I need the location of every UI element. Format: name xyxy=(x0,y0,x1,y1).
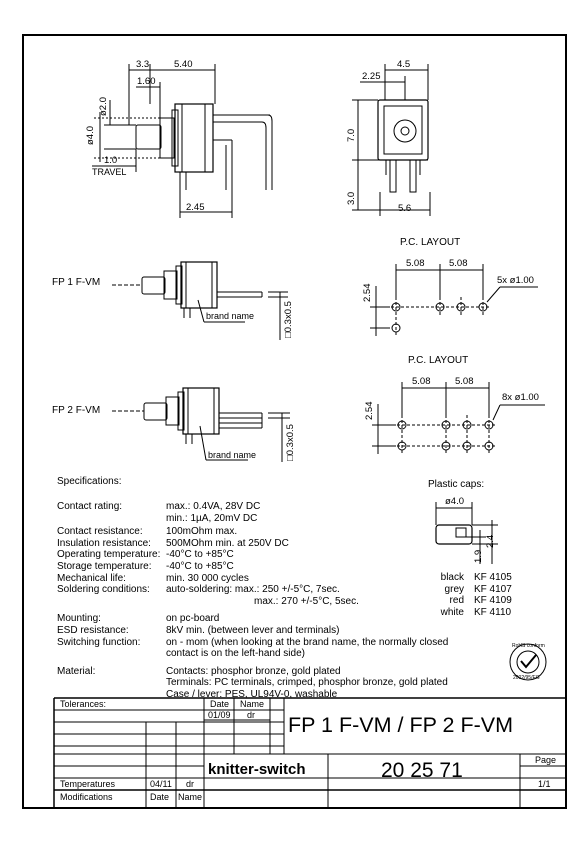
tolerances-label: Tolerances: xyxy=(60,699,107,709)
spec-row: Insulation resistance:500MOhm min. at 25… xyxy=(57,537,289,549)
specs-heading: Specifications: xyxy=(57,476,122,487)
spec-row: Terminals: PC terminals, crimped, phosph… xyxy=(166,677,448,689)
caps-heading: Plastic caps: xyxy=(428,479,485,490)
travel-label: TRAVEL xyxy=(92,167,127,177)
side-dim-2-45: 2.45 xyxy=(186,202,205,213)
document-number: 20 25 71 xyxy=(381,759,463,782)
temp-date: 04/11 xyxy=(150,779,172,789)
document-title: FP 1 F-VM / FP 2 F-VM xyxy=(288,713,513,737)
pc-layout-1-drawing xyxy=(370,264,538,336)
spec-row: Contact rating:max.: 0.4VA, 28V DC xyxy=(57,501,261,512)
side-dim-1-0: 1.0 xyxy=(104,155,118,166)
pc1-pitch-1: 5.08 xyxy=(406,258,425,269)
date-header: Date xyxy=(210,699,230,709)
plastic-cap-drawing xyxy=(435,502,498,564)
pc-layout-2-title: P.C. LAYOUT xyxy=(408,355,469,366)
side-dim-5-40: 5.40 xyxy=(174,59,193,70)
spec-row: ESD resistance:8kV min. (between lever a… xyxy=(57,624,340,636)
model-2-label: FP 2 F-VM xyxy=(52,405,101,416)
rohs-year: 2002/95/EG xyxy=(513,675,540,681)
spec-row: Contact resistance:100mOhm max. xyxy=(57,526,238,538)
front-dim-7-0: 7.0 xyxy=(346,128,357,142)
caps-dia: ø4.0 xyxy=(445,496,465,507)
temp-name: dr xyxy=(186,779,195,789)
spec-row: Mounting:on pc-board xyxy=(57,613,220,625)
spec-row: Case / lever: PES, UL94V-0, washable xyxy=(166,688,338,700)
front-dim-3-0: 3.0 xyxy=(346,191,357,205)
spec-row: Mechanical life:min. 30 000 cycles xyxy=(57,572,249,584)
caps-h2: 2.4 xyxy=(485,534,496,548)
spec-row: Switching function:on - mom (when lookin… xyxy=(57,636,449,648)
page-header: Page xyxy=(535,755,557,765)
pc2-holes: 8x ø1.00 xyxy=(502,392,539,403)
drawing-frame xyxy=(22,34,567,809)
fp1-switch-drawing xyxy=(112,261,288,340)
spec-row: contact is on the left-hand side) xyxy=(166,648,305,660)
pc1-pitch-2: 5.08 xyxy=(449,258,468,269)
pc2-vert-dim: 2.54 xyxy=(364,401,375,421)
pc2-pitch-1: 5.08 xyxy=(412,376,431,387)
specs-table: Contact rating:max.: 0.4VA, 28V DC min.:… xyxy=(57,501,507,701)
spec-row: Operating temperature:-40°C to +85°C xyxy=(57,549,234,561)
spec-row: min.: 1µA, 20mV DC xyxy=(166,512,258,524)
side-dim-dia-2: ø2.0 xyxy=(98,96,109,116)
front-dim-5-6: 5.6 xyxy=(398,203,412,214)
temperatures-label: Temperatures xyxy=(60,779,116,789)
mod-name-header: Name xyxy=(178,792,203,802)
pc1-vert-dim: 2.54 xyxy=(362,283,373,303)
model-1-label: FP 1 F-VM xyxy=(52,277,101,288)
company-logo: knitter-switch xyxy=(208,761,306,778)
caps-h1: 1.9 xyxy=(473,549,484,563)
front-dim-4-5: 4.5 xyxy=(397,59,411,70)
model-2-brand: brand name xyxy=(208,450,257,460)
modifications-label: Modifications xyxy=(60,792,113,802)
side-view xyxy=(92,64,273,218)
side-dim-1-60: 1.60 xyxy=(137,76,156,87)
spec-row: Soldering conditions:auto-soldering: max… xyxy=(57,584,340,596)
front-view xyxy=(352,64,431,216)
pc-layout-1-title: P.C. LAYOUT xyxy=(400,237,461,248)
front-dim-2-25: 2.25 xyxy=(362,71,381,82)
name-header: Name xyxy=(240,699,265,709)
side-dim-3-3: 3.3 xyxy=(136,59,150,70)
side-dim-dia-4: ø4.0 xyxy=(85,125,96,145)
pc1-holes: 5x ø1.00 xyxy=(497,275,534,286)
model-2-pin: □0.3x0.5 xyxy=(285,424,296,461)
fp2-switch-drawing xyxy=(112,387,290,462)
pc2-pitch-2: 5.08 xyxy=(455,376,474,387)
date-value: 01/09 xyxy=(208,710,231,720)
mod-date-header: Date xyxy=(150,792,170,802)
spec-row: max.: 270 +/-5°C, 5sec. xyxy=(254,595,359,607)
name-value: dr xyxy=(247,710,256,720)
rohs-text: RoHS conform xyxy=(512,643,545,649)
spec-row: Material:Contacts: phosphor bronze, gold… xyxy=(57,665,341,677)
page-value: 1/1 xyxy=(538,779,551,789)
rohs-stamp xyxy=(509,643,547,681)
spec-row: Storage temperature:-40°C to +85°C xyxy=(57,560,234,572)
model-1-brand: brand name xyxy=(206,311,255,321)
pc-layout-2-drawing xyxy=(372,382,545,454)
titleblock-grid xyxy=(53,697,565,808)
model-1-pin: □0.3x0.5 xyxy=(283,301,294,338)
